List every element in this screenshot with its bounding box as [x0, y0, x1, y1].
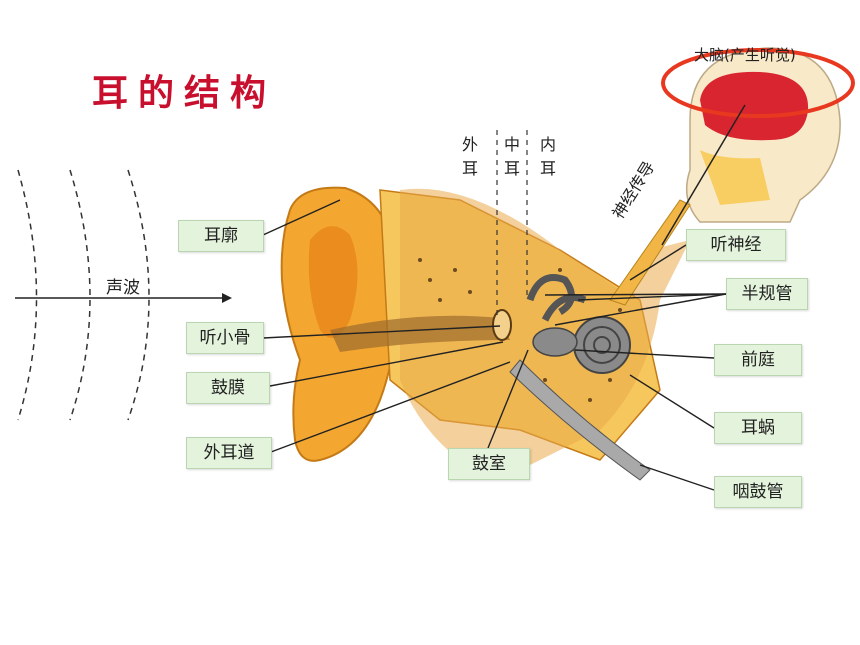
- sound-wave-arcs: [17, 169, 150, 421]
- head-profile: [685, 47, 841, 223]
- ear-body: [280, 186, 691, 481]
- label-auditory-nerve: 听神经: [686, 229, 786, 261]
- region-middle-ear: 中耳: [503, 135, 520, 178]
- region-inner-ear: 内耳: [539, 135, 556, 178]
- region-outer-ear: 外耳: [461, 135, 478, 178]
- page-title: 耳的结构: [92, 72, 277, 114]
- region-dividers: [496, 130, 528, 320]
- label-eustachian-tube: 咽鼓管: [714, 476, 802, 508]
- leader-lines: [262, 199, 727, 491]
- label-tympanic-cavity: 鼓室: [448, 448, 530, 480]
- label-semicircular-canals: 半规管: [726, 278, 808, 310]
- brain-highlight-ring: [661, 48, 855, 118]
- label-vestibule: 前庭: [714, 344, 802, 376]
- label-ear-canal: 外耳道: [186, 437, 272, 469]
- label-cochlea: 耳蜗: [714, 412, 802, 444]
- sound-arrow-head: [222, 293, 232, 303]
- label-pinna: 耳廓: [178, 220, 264, 252]
- label-ossicles: 听小骨: [186, 322, 264, 354]
- label-eardrum: 鼓膜: [186, 372, 270, 404]
- nerve-conduction-line: [661, 104, 746, 246]
- brain-label: 大脑(产生听觉): [694, 46, 796, 64]
- sound-wave-label: 声波: [106, 278, 140, 298]
